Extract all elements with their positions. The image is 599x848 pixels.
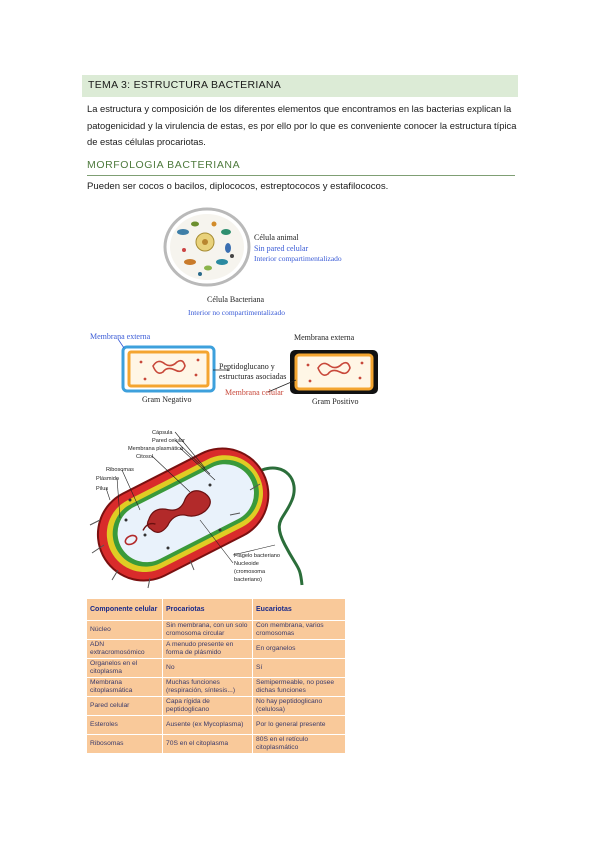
animal-cell-title: Célula animal: [254, 233, 299, 242]
table-cell: A menudo presente en forma de plásmido: [162, 639, 253, 659]
diagram-label-plasma-membrane: Membrana plasmática: [128, 446, 184, 452]
comparison-table: Componente celular Procariotas Eucariota…: [86, 598, 346, 754]
table-cell: No hay peptidoglicano (celulosa): [252, 696, 346, 716]
diagram-label-nucleoid-3: bacteriano): [234, 577, 262, 583]
bacterial-cell-sub: Interior no compartimentalizado: [188, 308, 285, 317]
page-title: TEMA 3: ESTRUCTURA BACTERIANA: [82, 75, 518, 97]
animal-cell-figure: [163, 207, 251, 287]
table-cell: Sí: [252, 658, 346, 678]
table-cell: Sin membrana, con un solo cromosoma circ…: [162, 620, 253, 640]
table-cell: Con membrana, varios cromosomas: [252, 620, 346, 640]
diagram-label-ribosomes: Ribosomas: [106, 467, 134, 473]
bacterial-cell-title: Célula Bacteriana: [207, 295, 265, 304]
table-cell: Ausente (ex Mycoplasma): [162, 715, 253, 735]
diagram-label-flagellum: Flagelo bacteriano: [234, 553, 280, 559]
table-cell: Semipermeable, no posee dichas funciones: [252, 677, 346, 697]
diagram-label-nucleoid-1: Nucleoide: [234, 561, 259, 567]
table-header: Eucariotas: [252, 598, 346, 621]
nucleoid: [146, 490, 211, 533]
gram-positive-label: Gram Positivo: [312, 397, 358, 406]
diagram-label-capsule: Cápsula: [152, 430, 173, 436]
table-cell: Ribosomas: [86, 733, 163, 754]
table-cell: 70S en el citoplasma: [162, 733, 253, 754]
table-cell: En organelos: [252, 639, 346, 659]
cell-membrane-label: Membrana celular: [225, 388, 284, 397]
table-cell: 80S en el retículo citoplasmático: [252, 733, 346, 754]
diagram-label-pilus: Pilus: [96, 486, 108, 492]
peptidoglycan-label-1: Peptidoglucano y: [219, 362, 275, 371]
table-cell: Pared celular: [86, 696, 163, 716]
section-text: Pueden ser cocos o bacilos, diplococos, …: [87, 181, 389, 192]
outer-membrane-right-label: Membrana externa: [294, 333, 355, 342]
pili: [89, 483, 261, 589]
outer-membrane-label: Membrana externa: [90, 332, 151, 341]
section-heading: MORFOLOGIA BACTERIANA: [87, 159, 515, 176]
bacterium-diagram: [89, 447, 304, 589]
table-cell: Núcleo: [86, 620, 163, 640]
table-cell: No: [162, 658, 253, 678]
table-cell: Por lo general presente: [252, 715, 346, 735]
flagellum: [261, 466, 304, 586]
table-cell: ADN extracromosómico: [86, 639, 163, 659]
gram-negative-label: Gram Negativo: [142, 395, 192, 404]
peptidoglycan-label-2: estructuras asociadas: [219, 372, 286, 381]
gram-negative-cell: [121, 345, 216, 393]
plasmid: [124, 534, 138, 546]
table-cell: Capa rígida de peptidoglicano: [162, 696, 253, 716]
diagram-label-cytosol: Citosol: [136, 454, 153, 460]
diagram-label-cell-wall: Pared celular: [152, 438, 185, 444]
table-header-row: Componente celular Procariotas Eucariota…: [86, 598, 346, 621]
diagram-label-plasmid: Plásmido: [96, 476, 119, 482]
table-cell: Esteroles: [86, 715, 163, 735]
intro-paragraph: La estructura y composición de los difer…: [87, 103, 517, 147]
diagram-label-nucleoid-2: (cromosoma: [234, 569, 266, 575]
animal-cell-sub1: Sin pared celular: [254, 244, 309, 253]
table-header: Procariotas: [162, 598, 253, 621]
animal-cell-sub2: Interior compartimentalizado: [254, 254, 342, 263]
table-cell: Organelos en el citoplasma: [86, 658, 163, 678]
table-cell: Membrana citoplasmática: [86, 677, 163, 697]
table-header: Componente celular: [86, 598, 163, 621]
table-cell: Muchas funciones (respiración, síntesis.…: [162, 677, 253, 697]
diagram-leaders: [105, 431, 276, 564]
gram-positive-cell: [290, 350, 378, 394]
